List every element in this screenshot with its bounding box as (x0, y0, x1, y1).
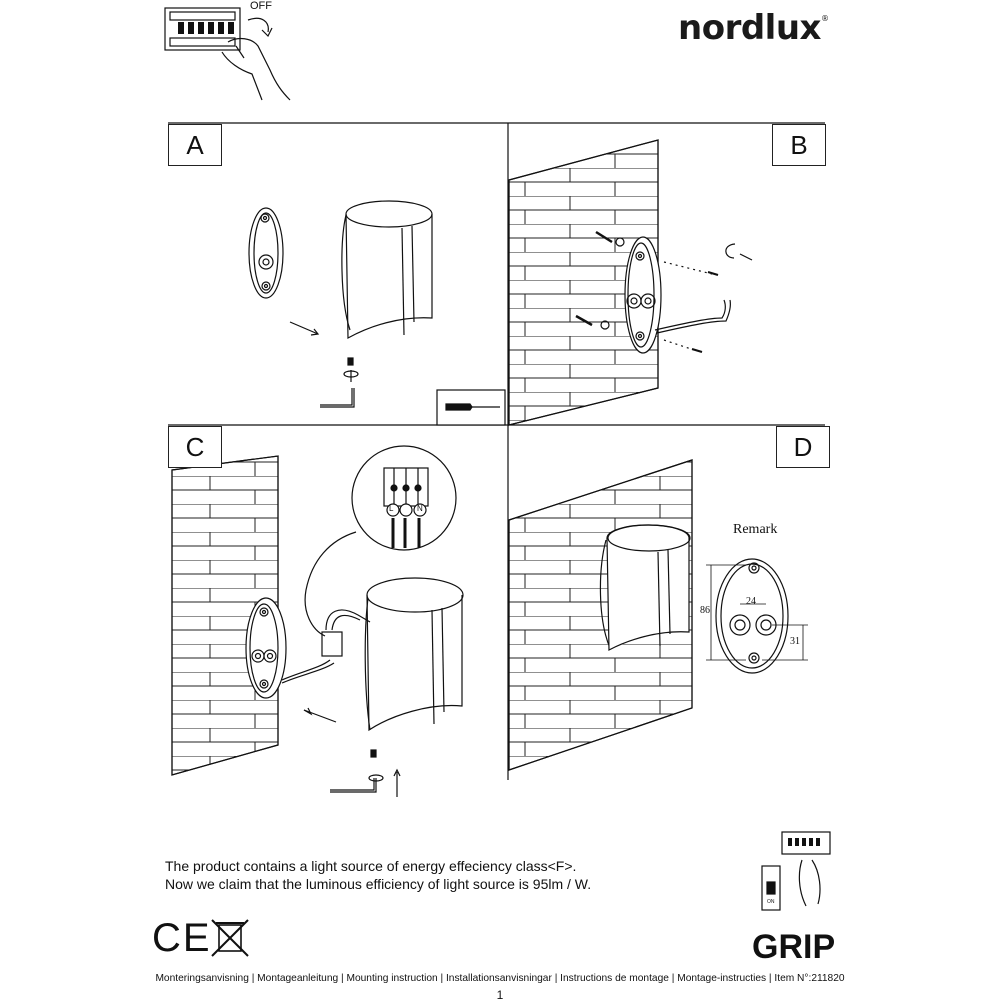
dimension-offset: 31 (790, 636, 800, 647)
dimension-spacing: 24 (746, 596, 756, 607)
off-label: OFF (250, 0, 272, 12)
panel-c-label: C (168, 426, 222, 468)
breaker-off-illustration (164, 7, 291, 101)
brand-logo: nordlux® (678, 8, 829, 48)
footer-instructions: Monteringsanvisning | Montageanleitung |… (155, 973, 845, 984)
energy-note-line1: The product contains a light source of e… (165, 858, 577, 874)
terminal-l-label: L (389, 504, 394, 513)
panel-d-label: D (776, 426, 830, 468)
energy-note-line2: Now we claim that the luminous efficienc… (165, 876, 592, 892)
panel-d-drawing (508, 459, 808, 771)
terminal-n-label: N (417, 504, 423, 513)
page-number: 1 (496, 988, 504, 1002)
remark-title: Remark (733, 522, 778, 537)
dimension-height: 86 (700, 605, 710, 616)
on-label: ON (767, 899, 775, 905)
panel-a-drawing (248, 200, 506, 426)
product-name: GRIP (752, 928, 836, 966)
panel-c-drawing (171, 445, 464, 797)
weee-bin-icon (211, 919, 249, 957)
panel-b-drawing (508, 139, 753, 426)
panel-a-label: A (168, 124, 222, 166)
ce-mark: CE (152, 916, 212, 960)
breaker-on-illustration (761, 831, 831, 911)
panel-b-label: B (772, 124, 826, 166)
